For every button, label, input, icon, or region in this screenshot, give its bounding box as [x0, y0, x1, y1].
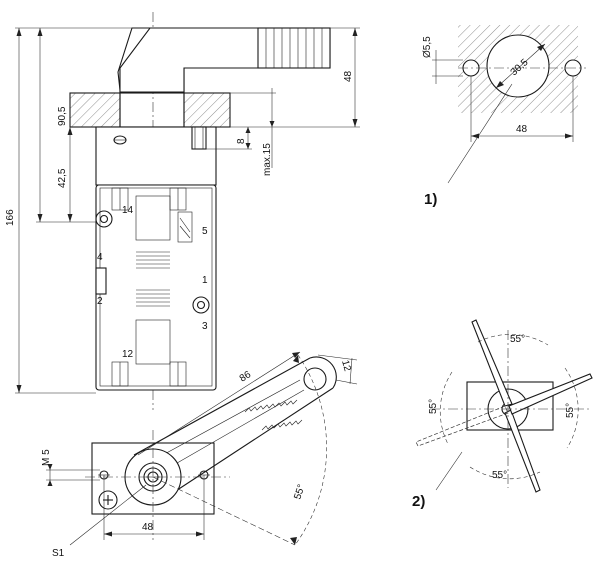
dim-max15-label: max.15 [262, 143, 273, 176]
grip-ribs [265, 28, 323, 68]
dim-42-5: 42,5 [57, 127, 73, 222]
dim-base-48: 48 [103, 475, 205, 540]
dim-angle-bottom: 55° [152, 354, 327, 546]
dim-m5: M 5 [41, 449, 100, 486]
lever-top [117, 27, 331, 93]
port-label-1: 1 [202, 275, 208, 286]
body-holes [95, 210, 210, 314]
dim-48-label: 48 [343, 70, 354, 82]
internal-features [95, 187, 193, 387]
mounting-plate [69, 92, 231, 128]
dim-90-5-label: 90,5 [57, 106, 68, 126]
s1-label: S1 [52, 548, 65, 559]
callout-2: 2) [412, 493, 425, 510]
dim-pin: 8 max.15 [206, 88, 276, 176]
bottom-view: 55° 86 12 48 [41, 351, 358, 559]
angle-label-bottom: 55° [492, 470, 507, 481]
dim-hole-spacing: 48 [516, 124, 528, 135]
dim-base-48-label: 48 [142, 522, 154, 533]
lower-body [95, 184, 217, 391]
angle-label-top: 55° [510, 334, 525, 345]
s1-screw [98, 490, 118, 510]
detail-1: 30,5 Ø5,5 48 1) [422, 25, 586, 208]
port-label-2: 2 [97, 296, 103, 307]
dim-166: 166 [5, 209, 16, 226]
port-label-4: 4 [97, 252, 103, 263]
lever-positions [415, 319, 593, 493]
dim-12: 12 [317, 354, 358, 385]
dim-90-5: 90,5 [36, 28, 96, 223]
dim-55-bottom: 55° [292, 483, 307, 501]
angle-label-right: 55° [565, 403, 576, 418]
dim-m5-label: M 5 [41, 449, 52, 466]
dim-hole-dia: Ø5,5 [422, 36, 433, 58]
dim-12-label: 12 [339, 359, 353, 373]
dim-42-5-label: 42,5 [57, 168, 68, 188]
callout-1: 1) [424, 191, 437, 208]
stop-pin [191, 126, 207, 150]
dim-86-label: 86 [238, 369, 254, 384]
front-view: 14 5 4 2 1 3 12 166 90,5 42,5 [5, 12, 360, 410]
port-label-14: 14 [122, 205, 134, 216]
port-label-12: 12 [122, 349, 134, 360]
angle-label-left: 55° [428, 399, 439, 414]
detail-2: 55° 55° 55° 55° 2) [412, 319, 593, 510]
port-label-5: 5 [202, 226, 208, 237]
port-label-3: 3 [202, 321, 208, 332]
dim-8-label: 8 [236, 138, 247, 144]
dim-lever-48: 48 [230, 27, 360, 128]
dim-overall-height: 166 [5, 27, 132, 394]
